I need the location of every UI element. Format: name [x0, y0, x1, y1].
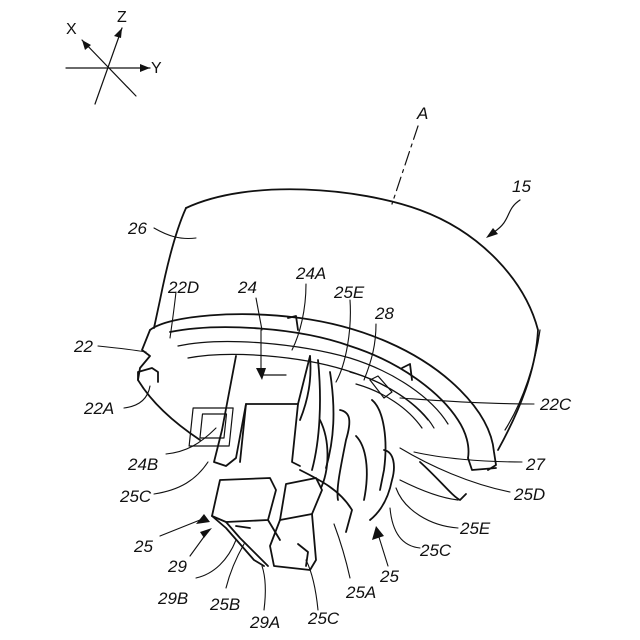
label-22: 22 — [73, 337, 93, 356]
label-25D: 25D — [513, 485, 545, 504]
inner-ring — [350, 372, 428, 428]
label-24: 24 — [237, 278, 257, 297]
label-15: 15 — [512, 177, 531, 196]
label-29A: 29A — [249, 613, 280, 632]
label-28: 28 — [374, 304, 394, 323]
axis-y-label: Y — [151, 60, 162, 77]
label-22A: 22A — [83, 399, 114, 418]
lower-tabs — [212, 478, 322, 570]
central-axis-a — [392, 126, 418, 204]
axis-z-label: Z — [117, 9, 127, 26]
label-24A: 24A — [295, 264, 326, 283]
label-25A: 25A — [345, 583, 376, 602]
label-25C-bottom: 25C — [307, 609, 340, 628]
label-25-bottom: 25 — [379, 567, 399, 586]
label-25E-top: 25E — [333, 283, 365, 302]
cap-body — [154, 189, 540, 450]
label-22D: 22D — [167, 278, 199, 297]
label-26: 26 — [127, 219, 147, 238]
arrow-15 — [486, 200, 520, 238]
label-27: 27 — [525, 455, 545, 474]
label-25-left: 25 — [133, 537, 153, 556]
label-A: A — [416, 104, 428, 123]
label-22C: 22C — [539, 395, 572, 414]
axis-x-label: X — [66, 21, 77, 38]
label-25B: 25B — [209, 595, 240, 614]
label-29B: 29B — [157, 589, 188, 608]
axis-triad: X Z Y — [66, 9, 162, 104]
reference-numerals: A 15 26 22D 24 24A 25E 28 22 22A 22C 27 … — [73, 104, 572, 632]
label-25C-left: 25C — [119, 487, 152, 506]
latch-arm — [189, 356, 310, 466]
label-29: 29 — [167, 557, 187, 576]
label-25C-right: 25C — [419, 541, 452, 560]
base-flange — [138, 314, 496, 500]
label-25E-right: 25E — [459, 519, 491, 538]
label-24B: 24B — [127, 455, 158, 474]
